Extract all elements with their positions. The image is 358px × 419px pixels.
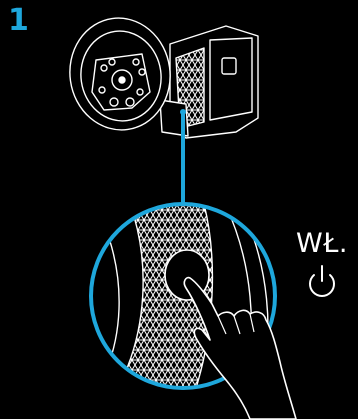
logo-badge: [222, 58, 236, 74]
power-on-label: WŁ.: [296, 228, 348, 260]
power-icon: [310, 266, 334, 296]
hub-dial: [110, 98, 118, 106]
hub-button: [133, 59, 139, 65]
hub-button: [99, 87, 105, 93]
callout-dot: [180, 109, 186, 115]
wheel-base-face: [210, 38, 252, 120]
step-number: 1: [8, 4, 29, 38]
hub-center-dot: [119, 77, 125, 83]
racing-wheel-icon: [63, 12, 258, 138]
hub-button: [109, 59, 115, 65]
hub-button: [101, 65, 107, 71]
hub-button: [139, 69, 145, 75]
hub-dial: [126, 98, 134, 106]
hub-button: [137, 89, 143, 95]
